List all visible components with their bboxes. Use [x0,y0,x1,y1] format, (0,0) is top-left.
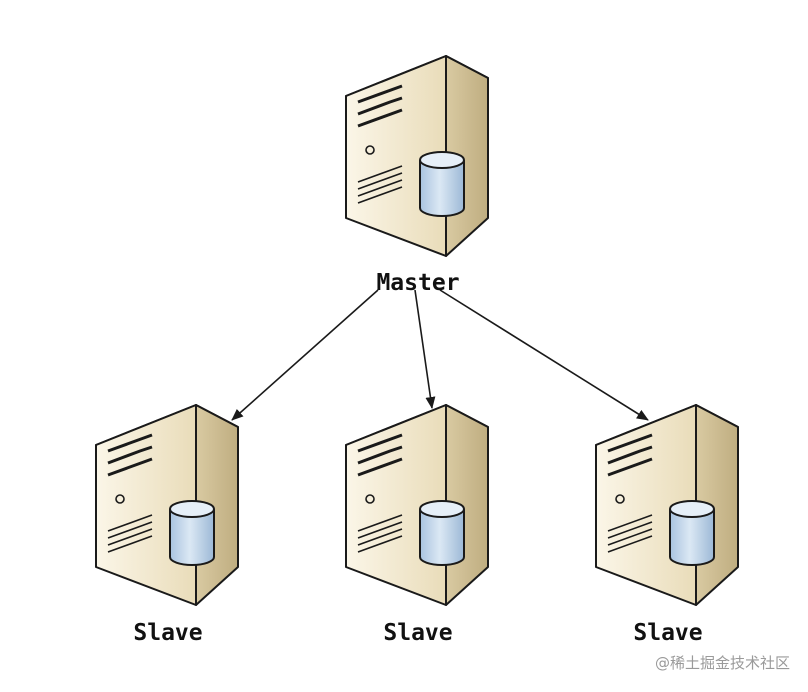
edge-master-slave-3 [439,289,649,421]
master-label: Master [376,270,459,296]
edges [231,289,649,421]
watermark-text: @稀土掘金技术社区 [655,654,790,672]
server-database-icon [344,54,490,258]
slave-label-3: Slave [633,620,702,646]
slave-node-1: Slave [94,403,240,646]
slave-node-3: Slave [594,403,740,646]
slave-node-2: Slave [344,403,490,646]
edge-master-slave-1 [231,289,379,421]
server-database-icon [344,403,490,607]
server-database-icon [594,403,740,607]
master-node: Master [344,54,490,296]
server-database-icon [94,403,240,607]
slave-label-2: Slave [383,620,452,646]
slave-label-1: Slave [133,620,202,646]
edge-master-slave-2 [414,289,436,409]
